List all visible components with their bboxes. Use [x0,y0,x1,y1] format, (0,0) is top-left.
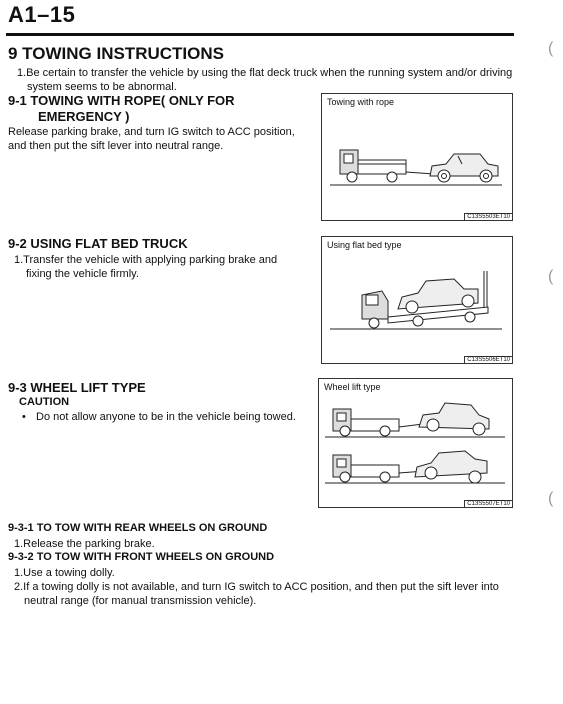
figure-title: Towing with rope [327,97,395,107]
margin-mark: ( [548,40,554,57]
body-9-2: fixing the vehicle firmly. [26,268,139,280]
intro-line: system seems to be abnormal. [27,81,177,93]
figure-towing-rope: Towing with rope C13S5503ET10 [321,93,513,221]
flat-bed-illustration [330,271,502,330]
margin-mark: ( [548,490,554,507]
figure-code: C13S5503ET10 [464,213,512,220]
heading-9-3-1: 9-3-1 TO TOW WITH REAR WHEELS ON GROUND [8,522,268,534]
step-9-3-2: 1.Use a towing dolly. [14,567,115,579]
figure-wheel-lift: Wheel lift type C13S5507ET10 [318,378,513,508]
figure-title: Wheel lift type [324,382,381,392]
header-rule [6,33,514,36]
step-9-3-2: 2.If a towing dolly is not available, an… [14,581,499,593]
step-9-3-1: 1.Release the parking brake. [14,538,155,550]
figure-title: Using flat bed type [327,240,402,250]
heading-9-1: 9-1 TOWING WITH ROPE( ONLY FOR [8,93,235,108]
caution-text: Do not allow anyone to be in the vehicle… [36,411,296,423]
page-code: A1–15 [8,2,76,27]
figure-code: C13S5506ET10 [464,356,512,363]
wheel-lift-illustration [325,402,505,484]
caution-bullet: • [22,411,26,423]
heading-9-3-2: 9-3-2 TO TOW WITH FRONT WHEELS ON GROUND [8,551,275,563]
intro-line: 1.Be certain to transfer the vehicle by … [17,67,513,79]
heading-9-3: 9-3 WHEEL LIFT TYPE [8,380,146,395]
figure-flat-bed: Using flat bed type C13S5506ET10 [321,236,513,364]
body-9-1: and then put the sift lever into neutral… [8,140,224,152]
step-9-3-2: neutral range (for manual transmission v… [24,595,257,607]
body-9-2: 1.Transfer the vehicle with applying par… [14,254,278,266]
heading-9-1-cont: EMERGENCY ) [38,109,130,124]
body-9-1: Release parking brake, and turn IG switc… [8,126,295,138]
towing-rope-illustration [330,149,502,186]
caution-label: CAUTION [19,396,70,408]
margin-mark: ( [548,268,554,285]
heading-9-2: 9-2 USING FLAT BED TRUCK [8,236,188,251]
section-title: 9 TOWING INSTRUCTIONS [8,44,224,63]
figure-code: C13S5507ET10 [464,500,512,507]
